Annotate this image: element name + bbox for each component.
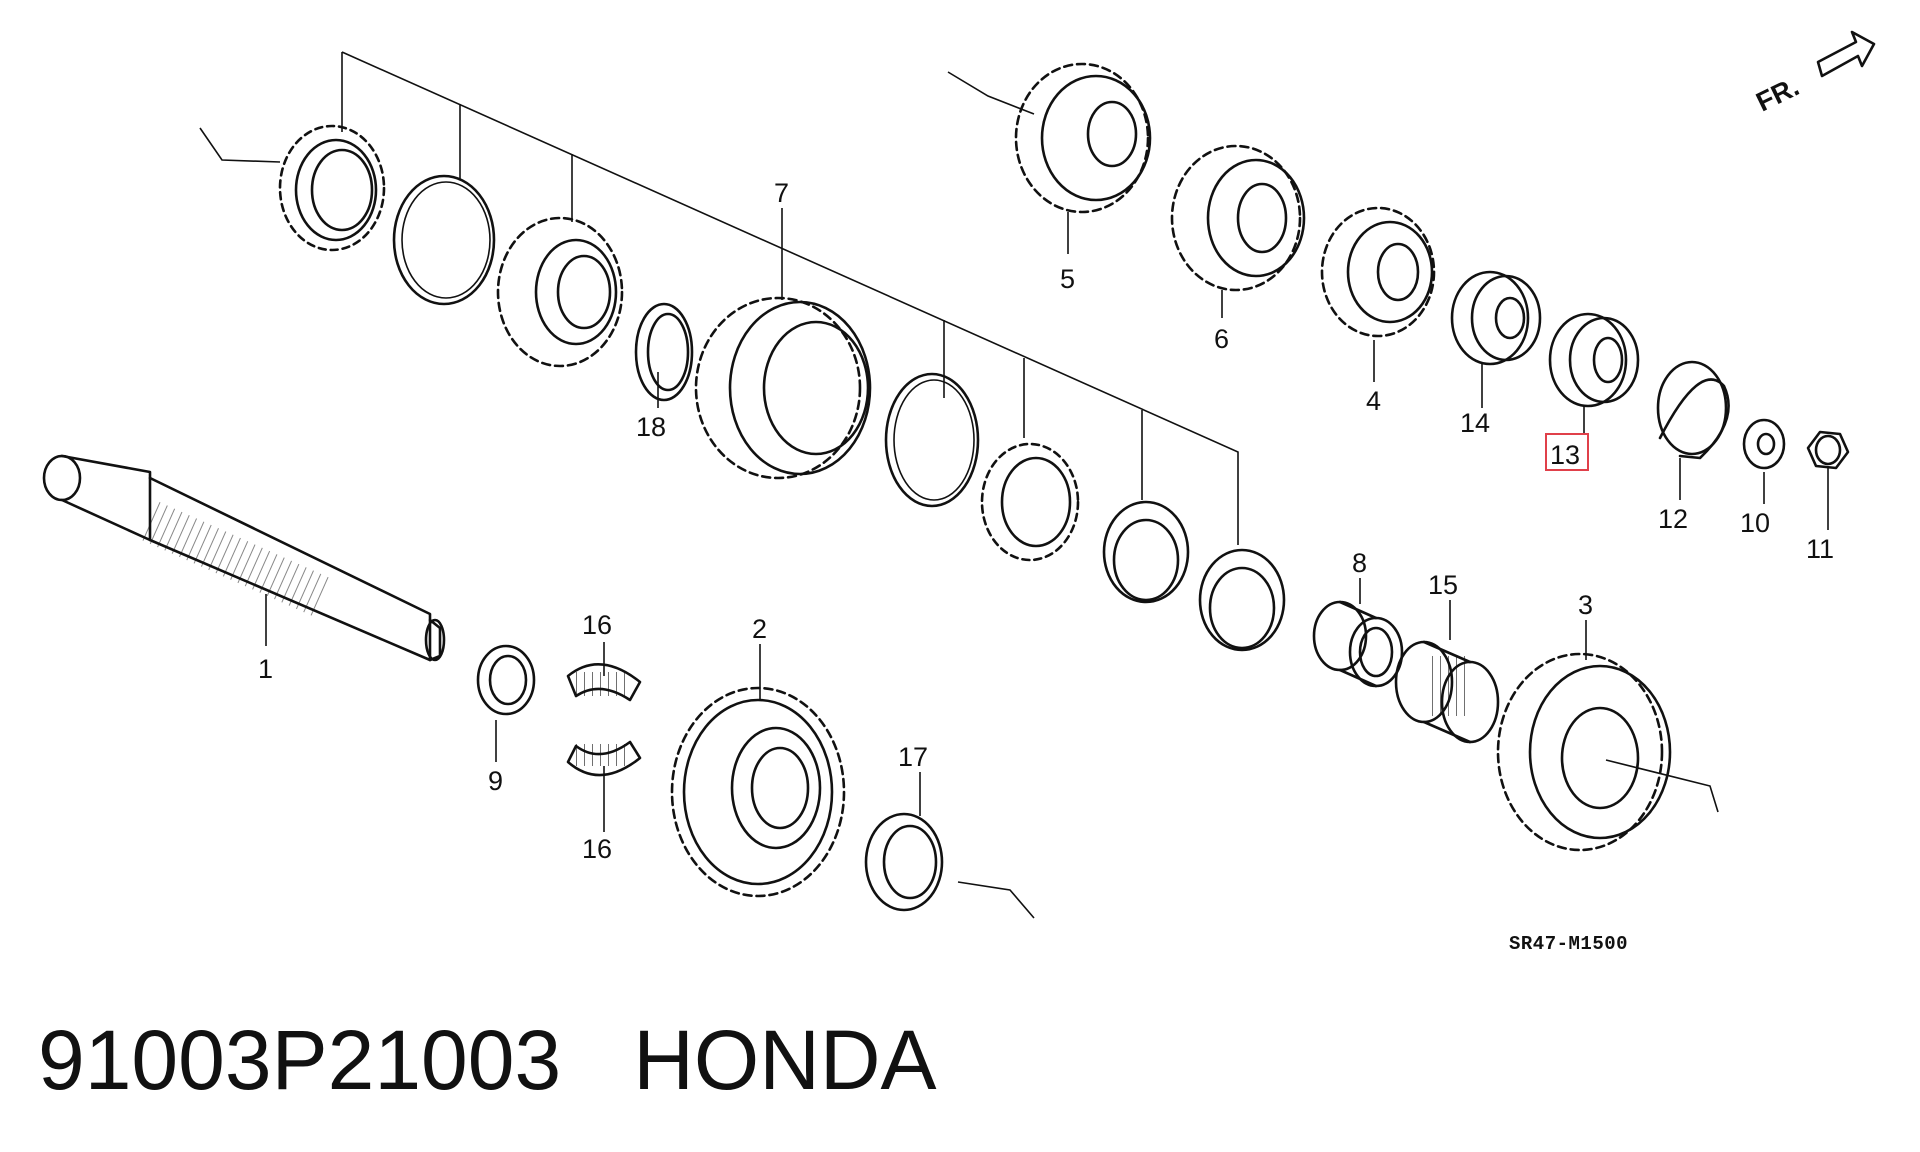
callout-13-highlight-box xyxy=(1545,433,1589,471)
washer-part-10 xyxy=(1742,418,1786,470)
callout-7: 7 xyxy=(774,178,789,208)
synchro-ring-middle xyxy=(980,442,1080,562)
gear-part-6 xyxy=(1170,144,1306,292)
callout-8: 8 xyxy=(1352,548,1367,578)
callout-leader-lines xyxy=(265,208,1829,832)
callout-3: 3 xyxy=(1578,590,1593,620)
callout-9: 9 xyxy=(488,766,503,796)
assembly-bracket-lines xyxy=(341,51,1239,545)
front-arrow-label: FR. xyxy=(1751,71,1803,117)
ring-part-18 xyxy=(634,302,694,402)
callout-5: 5 xyxy=(1060,264,1075,294)
needle-bearing-half-part-16-lower xyxy=(566,740,642,777)
o-ring-middle xyxy=(884,372,980,508)
callout-18: 18 xyxy=(636,412,666,442)
synchro-ring-upper-left xyxy=(278,124,386,252)
callout-2: 2 xyxy=(752,614,767,644)
axis-direction-marks xyxy=(199,71,1719,919)
snap-ring-part-12 xyxy=(1656,360,1730,460)
callout-13: 13 xyxy=(1550,440,1580,470)
callout-labels: 1 2 3 4 5 6 7 8 9 10 11 12 13 14 15 16 1… xyxy=(258,178,1834,864)
callout-16-upper: 16 xyxy=(582,610,612,640)
gear-part-5 xyxy=(1014,62,1152,214)
synchro-hub-upper-left xyxy=(496,216,624,368)
ball-bearing-part-14 xyxy=(1450,270,1542,366)
gear-part-2 xyxy=(670,686,846,898)
mainshaft-part-1 xyxy=(42,454,446,662)
callout-10: 10 xyxy=(1740,508,1770,538)
cone-ring-middle xyxy=(1102,500,1190,604)
callout-17: 17 xyxy=(898,742,928,772)
callout-12: 12 xyxy=(1658,504,1688,534)
synchro-ring-part-17 xyxy=(864,812,944,912)
collar-part-8 xyxy=(1312,600,1404,688)
gear-part-4 xyxy=(1320,206,1436,338)
gear-part-3 xyxy=(1496,652,1672,852)
thrust-washer-part-9 xyxy=(476,644,536,716)
cone-ring-right xyxy=(1198,548,1286,652)
needle-bearing-part-15 xyxy=(1394,640,1500,744)
front-direction-arrow: FR. xyxy=(1751,30,1876,117)
callout-15: 15 xyxy=(1428,570,1458,600)
drawing-code: SR47-M1500 xyxy=(1509,933,1629,955)
callout-6: 6 xyxy=(1214,324,1229,354)
ball-bearing-part-13 xyxy=(1548,312,1640,408)
callout-4: 4 xyxy=(1366,386,1381,416)
locknut-part-11 xyxy=(1806,430,1850,470)
needle-bearing-half-part-16-upper xyxy=(566,663,642,702)
callout-16-lower: 16 xyxy=(582,834,612,864)
o-ring-upper-left xyxy=(392,174,496,306)
callout-1: 1 xyxy=(258,654,273,684)
part-number: 91003P21003 xyxy=(38,1013,562,1107)
callout-11: 11 xyxy=(1806,534,1834,564)
brand-name: HONDA xyxy=(633,1013,937,1107)
synchro-sleeve-part-7 xyxy=(694,296,872,480)
callout-14: 14 xyxy=(1460,408,1490,438)
